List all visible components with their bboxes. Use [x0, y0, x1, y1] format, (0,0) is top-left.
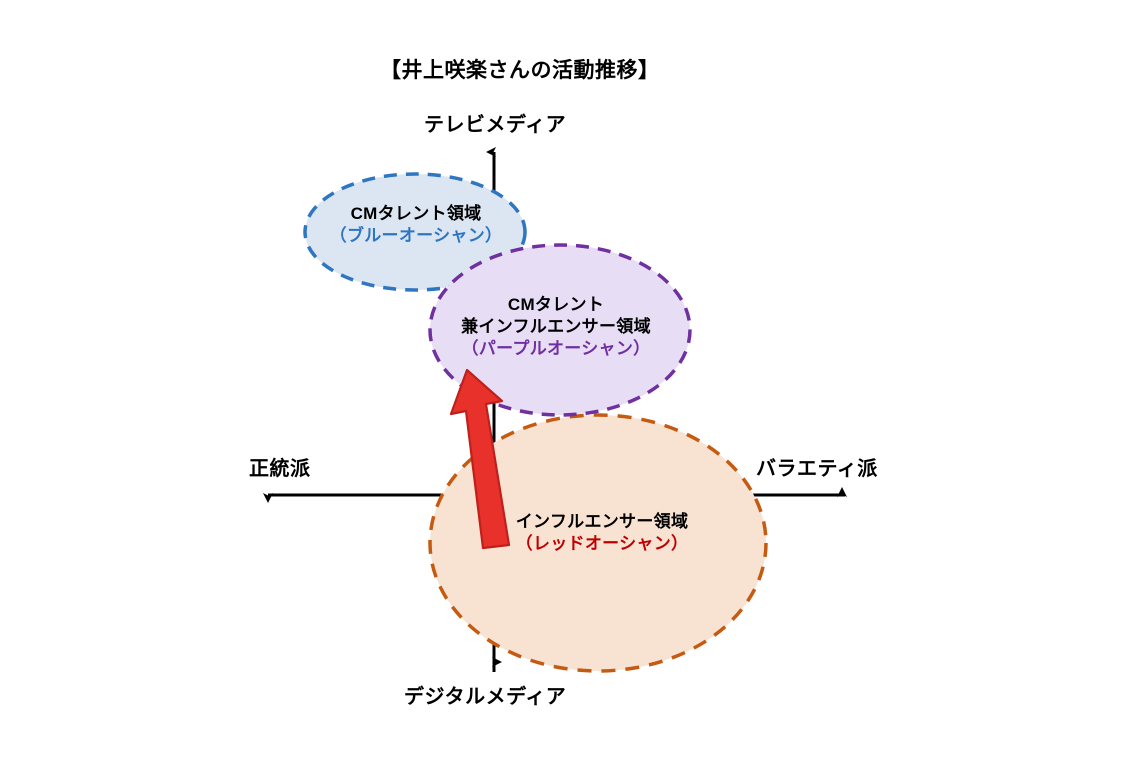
zone-subtitle-red-ocean: （レッドオーシャン） — [515, 534, 689, 554]
zone-ellipse-cm-influencer[interactable] — [428, 243, 692, 417]
zone-title-cm-talent: CMタレント領域 — [350, 204, 482, 223]
red-arrow-shape — [449, 368, 511, 550]
axis-label-digital-media: デジタルメディア — [404, 686, 567, 708]
zone-ellipse-cm-talent[interactable] — [303, 172, 527, 292]
axis-label-television-media: テレビメディア — [424, 114, 567, 136]
zone-subtitle-purple-ocean: （パープルオーシャン） — [461, 339, 651, 359]
zone-title-influencer: インフルエンサー領域 — [515, 512, 689, 531]
zone-ellipse-influencer[interactable] — [428, 413, 768, 673]
axis-label-variety: バラエティ派 — [756, 458, 878, 480]
axis-label-orthodox: 正統派 — [249, 458, 311, 480]
zone-subtitle-blue-ocean: （ブルーオーシャン） — [329, 226, 503, 246]
zone-title-cm-influencer-line1: CMタレント — [507, 295, 605, 314]
zone-label-cm-talent: CMタレント領域 （ブルーオーシャン） — [305, 203, 527, 247]
zone-title-cm-influencer-line2: 兼インフルエンサー領域 — [461, 317, 651, 337]
zone-label-cm-influencer: CMタレント 兼インフルエンサー領域 （パープルオーシャン） — [420, 294, 692, 360]
page-title: 【井上咲楽さんの活動推移】 — [380, 59, 660, 82]
transition-arrow-icon — [449, 368, 511, 550]
zone-label-influencer: インフルエンサー領域 （レッドオーシャン） — [478, 511, 726, 555]
